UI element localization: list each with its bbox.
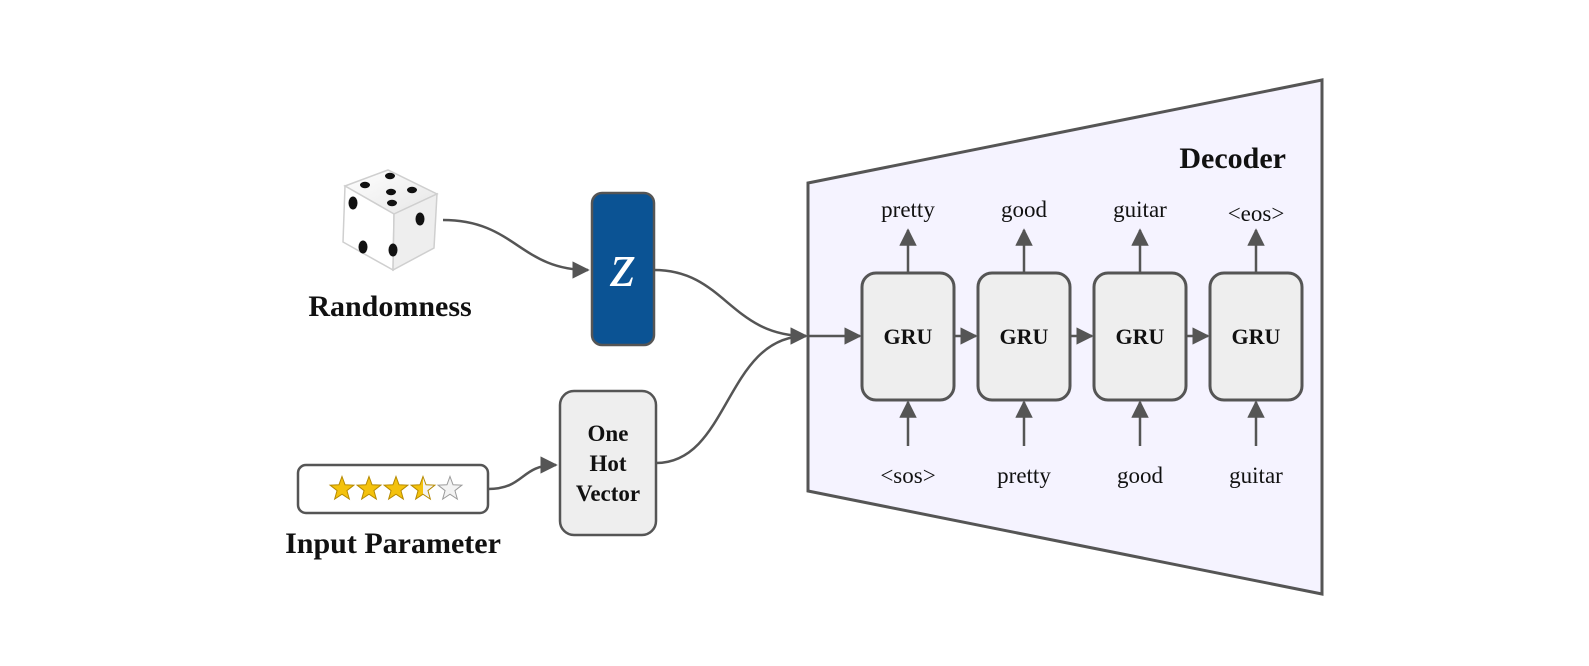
star-icon (409, 475, 437, 501)
latent-z-symbol: z (610, 229, 636, 300)
star-icon (328, 475, 356, 501)
one-hot-label-line1: One (588, 421, 629, 446)
star-rating (328, 475, 464, 501)
star-icon (382, 475, 410, 501)
rating-to-onehot-arrow (487, 456, 558, 491)
gru-cell-label: GRU (884, 324, 933, 349)
randomness-label: Randomness (308, 290, 471, 323)
input-token: good (1117, 463, 1164, 488)
input-token: guitar (1229, 463, 1283, 488)
decoder-title: Decoder (1179, 142, 1286, 175)
one-hot-label-line2: Hot (589, 451, 626, 476)
gru-cell-label: GRU (1000, 324, 1049, 349)
input-token: pretty (997, 463, 1051, 488)
input-token: <sos> (880, 463, 935, 488)
gru-cell: GRU (976, 271, 1072, 402)
gru-cell-label: GRU (1116, 324, 1165, 349)
latent-z-box: z (590, 191, 656, 347)
output-token: good (1001, 197, 1048, 222)
randomness-to-z-arrow (442, 218, 590, 279)
onehot-to-decoder-arrow (655, 327, 808, 465)
output-token: <eos> (1228, 201, 1285, 226)
output-token: pretty (881, 197, 935, 222)
z-to-decoder-arrow (653, 268, 808, 345)
dice-icon (342, 169, 439, 272)
star-rating-box (296, 463, 490, 515)
gru-cell: GRU (860, 271, 956, 402)
gru-cell-label: GRU (1232, 324, 1281, 349)
one-hot-vector-box: One Hot Vector (558, 389, 658, 537)
one-hot-label-line3: Vector (576, 481, 640, 506)
star-icon (355, 475, 383, 501)
gru-cell: GRU (1092, 271, 1188, 402)
gru-cell: GRU (1208, 271, 1304, 402)
output-token: guitar (1113, 197, 1167, 222)
star-icon (436, 475, 464, 501)
input-parameter-label: Input Parameter (285, 527, 501, 560)
